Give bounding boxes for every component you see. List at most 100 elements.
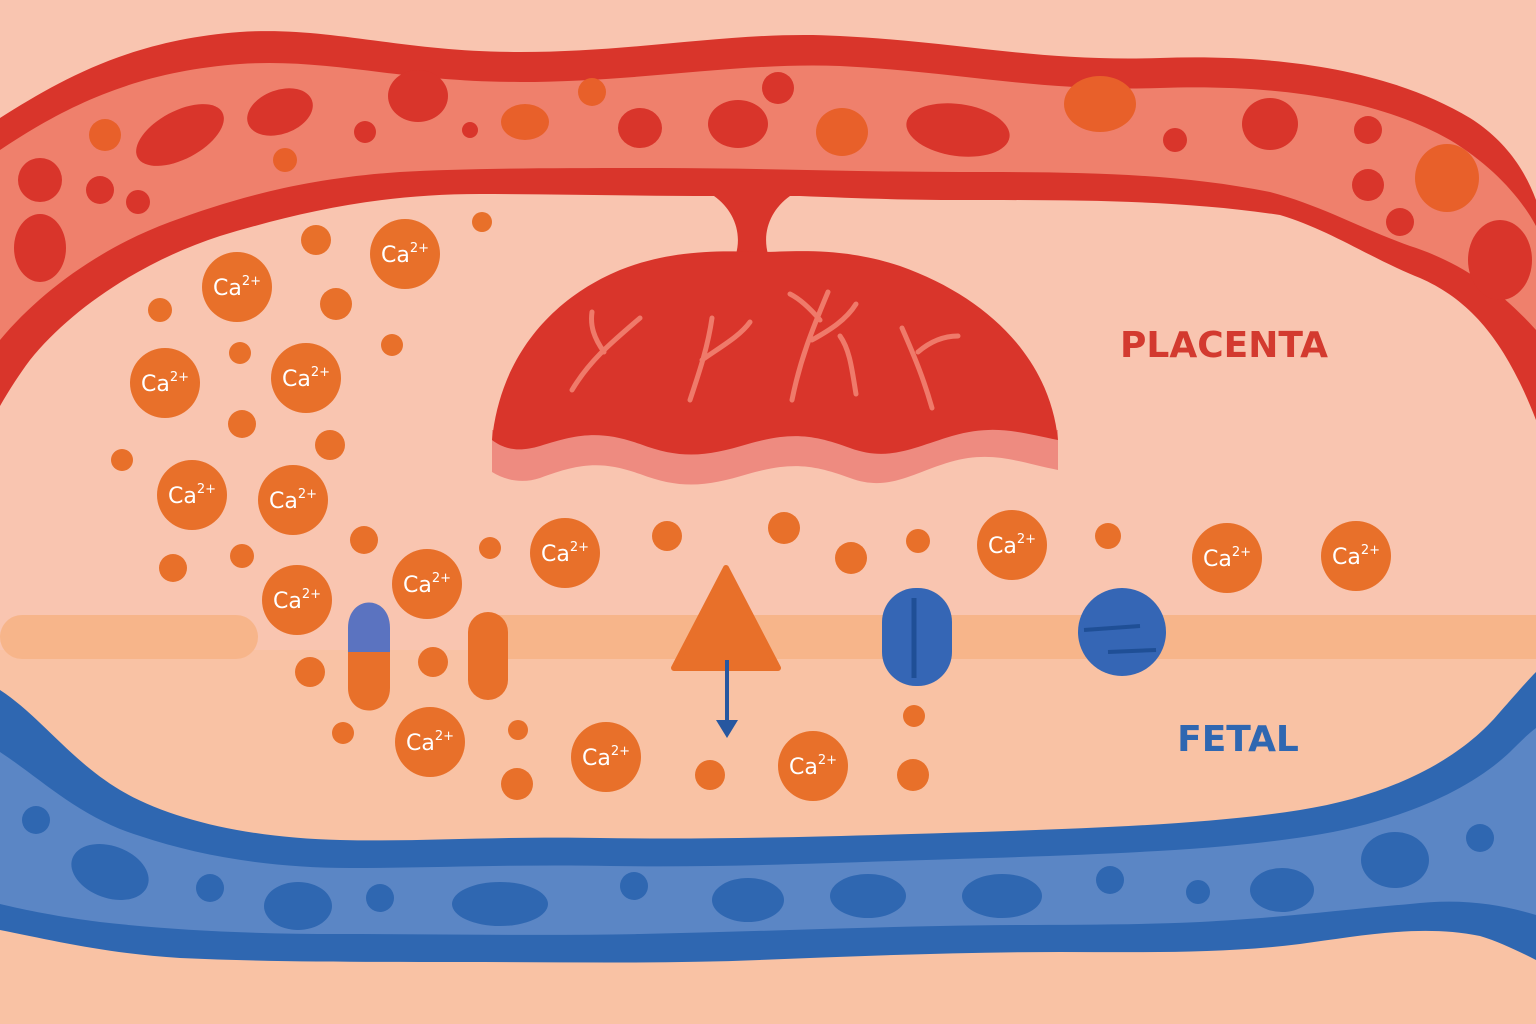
calcium-ion-icon: Ca2+ bbox=[258, 465, 328, 535]
calcium-dot bbox=[835, 542, 867, 574]
ion-circle bbox=[395, 707, 465, 777]
calcium-dot bbox=[320, 288, 352, 320]
fetal-blood-cells bbox=[22, 806, 1494, 930]
blood-cell bbox=[1468, 220, 1532, 300]
calcium-ions: Ca2+ Ca2+ Ca2+ Ca2+ Ca2+ Ca2+ Ca2+ Ca2+ bbox=[130, 219, 1391, 801]
blood-cell bbox=[14, 214, 66, 282]
calcium-ion-icon: Ca2+ bbox=[271, 343, 341, 413]
blood-cell bbox=[1354, 116, 1382, 144]
placenta-vein bbox=[787, 289, 859, 403]
ion-label: Ca2+ bbox=[141, 370, 189, 397]
calcium-ion-icon: Ca2+ bbox=[977, 510, 1047, 580]
ion-circle bbox=[392, 549, 462, 619]
calcium-ion-icon: Ca2+ bbox=[370, 219, 440, 289]
ion-label: Ca2+ bbox=[789, 753, 837, 780]
calcium-dot bbox=[381, 334, 403, 356]
blood-cell bbox=[354, 121, 376, 143]
calcium-dot bbox=[508, 720, 528, 740]
calcium-dot bbox=[230, 544, 254, 568]
maternal-blood-cells bbox=[14, 70, 1532, 300]
ion-circle bbox=[1321, 521, 1391, 591]
calcium-dot bbox=[148, 298, 172, 322]
ion-label: Ca2+ bbox=[403, 571, 451, 598]
placenta-body bbox=[492, 251, 1058, 455]
exchanger-line bbox=[1083, 624, 1141, 632]
calcium-dot bbox=[111, 449, 133, 471]
ion-label: Ca2+ bbox=[273, 587, 321, 614]
blood-cell bbox=[126, 190, 150, 214]
blood-cell bbox=[247, 88, 313, 136]
channel-bottom bbox=[348, 652, 390, 711]
ion-label: Ca2+ bbox=[582, 744, 630, 771]
ion-circle bbox=[530, 518, 600, 588]
calcium-dot bbox=[695, 760, 725, 790]
ion-circle bbox=[778, 731, 848, 801]
calcium-dot bbox=[229, 342, 251, 364]
calcium-ion-icon: Ca2+ bbox=[157, 460, 227, 530]
blood-cell bbox=[1064, 76, 1136, 132]
membrane-band-right bbox=[490, 615, 1536, 659]
calcium-ion-icon: Ca2+ bbox=[530, 518, 600, 588]
blood-cell bbox=[712, 878, 784, 922]
cell-membrane bbox=[0, 615, 1536, 659]
blood-cell bbox=[264, 882, 332, 930]
calcium-dots bbox=[111, 212, 1121, 800]
ion-label: Ca2+ bbox=[406, 729, 454, 756]
calcium-dot bbox=[418, 647, 448, 677]
calcium-ion-icon: Ca2+ bbox=[130, 348, 200, 418]
placenta-vein bbox=[569, 309, 643, 393]
calcium-dot bbox=[501, 768, 533, 800]
blood-cell bbox=[136, 104, 224, 166]
ion-circle bbox=[370, 219, 440, 289]
fetal-vessel bbox=[0, 672, 1536, 963]
down-arrow-icon bbox=[716, 660, 738, 738]
calcium-dot bbox=[472, 212, 492, 232]
blood-cell bbox=[388, 70, 448, 122]
blood-cell bbox=[620, 872, 648, 900]
calcium-dot bbox=[350, 526, 378, 554]
blood-cell bbox=[501, 104, 549, 140]
ion-label: Ca2+ bbox=[168, 482, 216, 509]
placenta bbox=[492, 251, 1058, 485]
ion-circle bbox=[130, 348, 200, 418]
calcium-ion-icon: Ca2+ bbox=[1192, 523, 1262, 593]
blood-cell bbox=[816, 108, 868, 156]
ion-circle bbox=[977, 510, 1047, 580]
maternal-vessel-lumen bbox=[0, 63, 1536, 340]
ion-label: Ca2+ bbox=[541, 540, 589, 567]
ion-label: Ca2+ bbox=[988, 532, 1036, 559]
blood-cell bbox=[1096, 866, 1124, 894]
fetal-vessel-lumen bbox=[0, 728, 1536, 935]
blood-cell bbox=[1242, 98, 1298, 150]
blood-cell bbox=[462, 122, 478, 138]
blood-cell bbox=[962, 874, 1042, 918]
calcium-dot bbox=[479, 537, 501, 559]
ion-label: Ca2+ bbox=[213, 274, 261, 301]
ion-circle bbox=[258, 465, 328, 535]
placenta-vein bbox=[899, 325, 961, 411]
ion-label: Ca2+ bbox=[381, 241, 429, 268]
calcium-ion-icon: Ca2+ bbox=[1321, 521, 1391, 591]
ion-circle bbox=[571, 722, 641, 792]
calcium-dot bbox=[228, 410, 256, 438]
calcium-ion-icon: Ca2+ bbox=[202, 252, 272, 322]
calcium-ion-icon: Ca2+ bbox=[262, 565, 332, 635]
calcium-dot bbox=[1095, 523, 1121, 549]
blood-cell bbox=[830, 874, 906, 918]
ion-label: Ca2+ bbox=[282, 365, 330, 392]
blood-cell bbox=[1466, 824, 1494, 852]
calcium-dot bbox=[159, 554, 187, 582]
ion-circle bbox=[157, 460, 227, 530]
blue-transporter-icon bbox=[882, 588, 952, 686]
transporter-body bbox=[882, 588, 952, 686]
ion-label: Ca2+ bbox=[1203, 545, 1251, 572]
blood-cell bbox=[708, 100, 768, 148]
calcium-ion-icon: Ca2+ bbox=[392, 549, 462, 619]
calcium-dot bbox=[897, 759, 929, 791]
blood-cell bbox=[1415, 144, 1479, 212]
blood-cell bbox=[196, 874, 224, 902]
calcium-channel-icon bbox=[348, 602, 390, 711]
calcium-dot bbox=[906, 529, 930, 553]
membrane-band-left bbox=[0, 615, 258, 659]
